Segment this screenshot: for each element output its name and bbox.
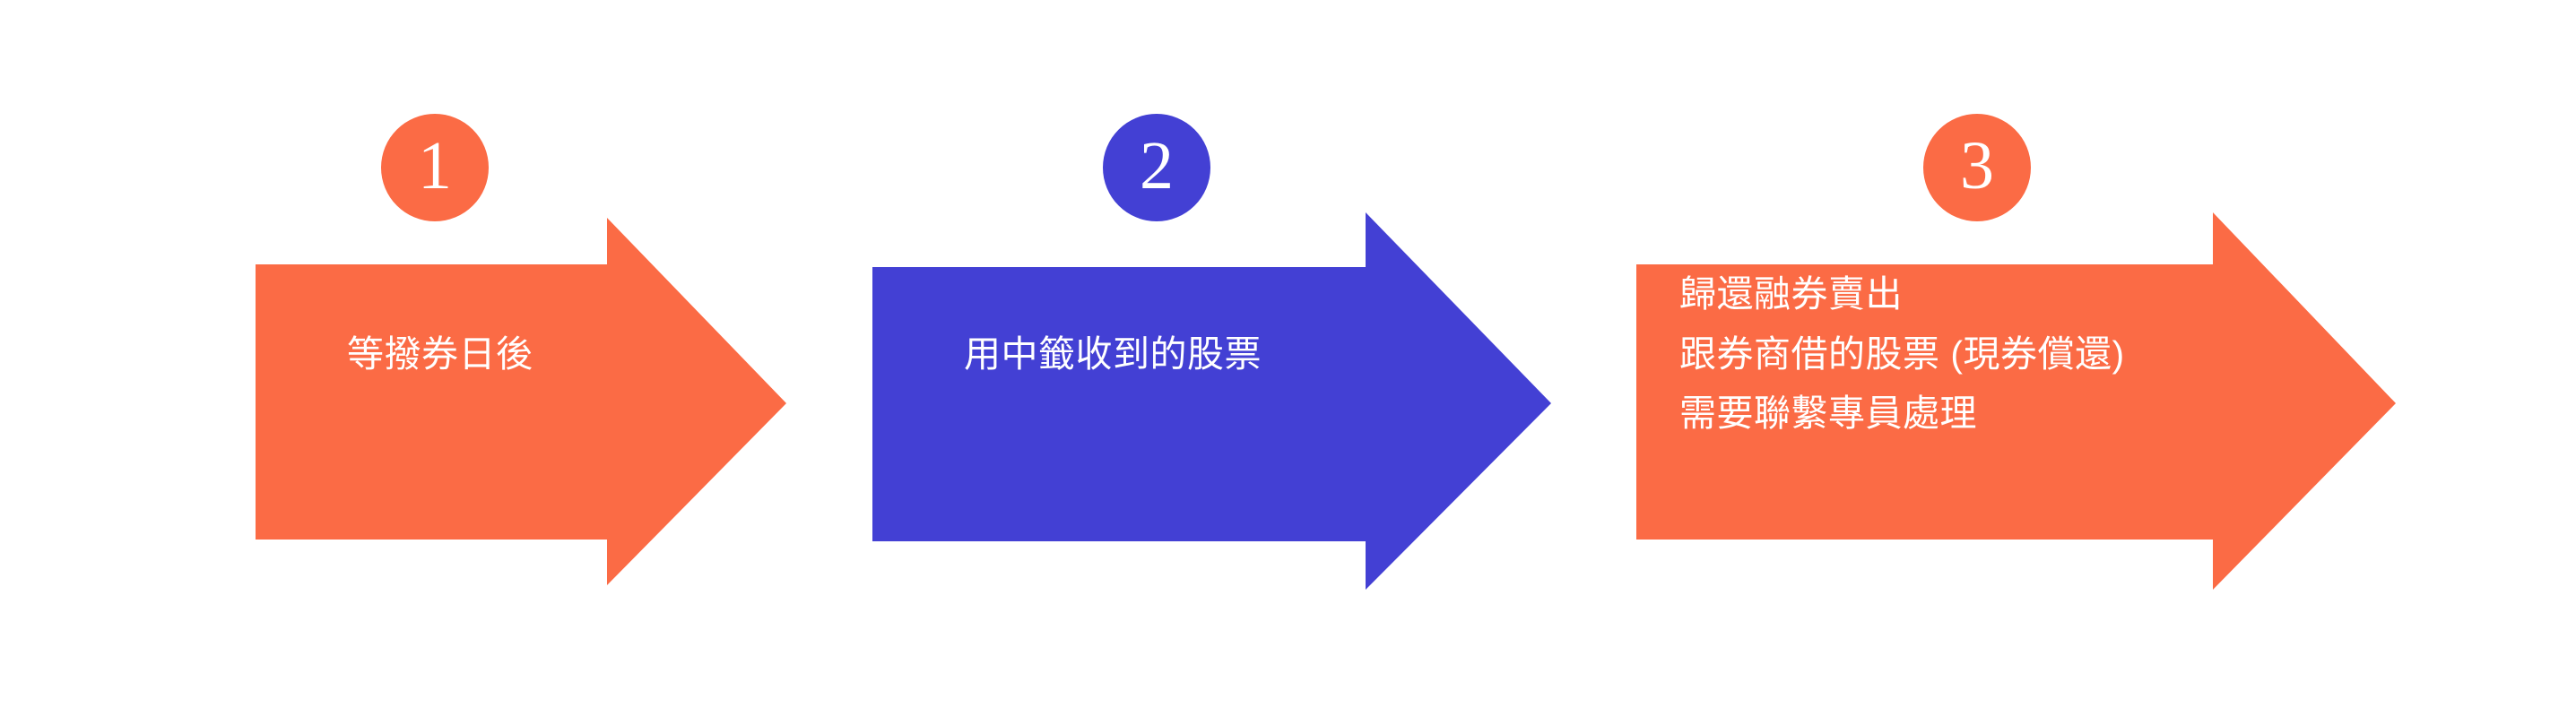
step-badge-2: 2 [1103,114,1210,221]
step-badge-1: 1 [381,114,489,221]
step-label-3-line-2: 跟券商借的股票 (現券償還) [1679,332,2125,375]
step-label-2: 用中籤收到的股票 [964,0,1262,708]
step-badge-3: 3 [1923,114,2031,221]
step-label-3-line-3: 需要聯繫專員處理 [1679,393,1977,435]
step-label-2-line-1: 用中籤收到的股票 [964,332,1262,375]
step-label-1-line-1: 等撥券日後 [347,332,533,375]
step-badge-number-3: 3 [1960,128,1994,203]
step-label-3-line-1: 歸還融券賣出 [1679,273,1903,315]
arrow-shape-step-3 [1636,212,2396,590]
step-badge-number-2: 2 [1140,128,1174,203]
arrow-shape-step-2 [872,212,1551,590]
step-badge-number-1: 1 [418,128,452,203]
step-label-3: 歸還融券賣出 跟券商借的股票 (現券償還) 需要聯繫專員處理 [1679,0,2125,708]
arrow-shape-step-1 [256,218,786,585]
step-label-1: 等撥券日後 [347,0,533,708]
